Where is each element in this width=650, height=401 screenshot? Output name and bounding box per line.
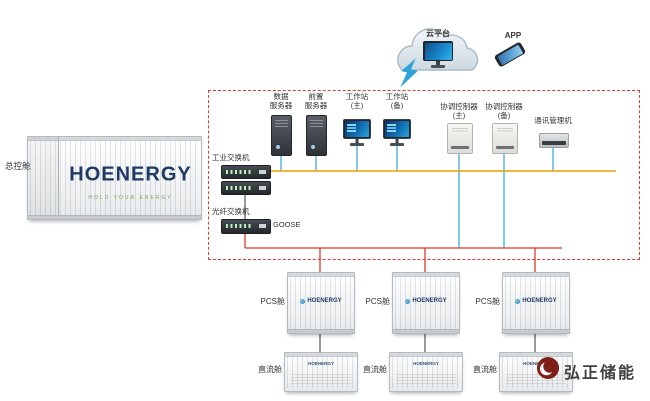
fiber-switch-icon bbox=[221, 219, 271, 234]
master-cabin-container: HOENERGY HOLD YOUR ENERGY bbox=[27, 136, 202, 220]
switch-ports bbox=[226, 186, 252, 190]
monitor-screen bbox=[385, 121, 409, 137]
coordinator-main-icon bbox=[447, 123, 473, 154]
label-fiber-switch: 光纤交换机 bbox=[212, 207, 250, 216]
server-led bbox=[276, 145, 280, 149]
container-roof bbox=[288, 273, 354, 277]
dc-cabin-container-3: HOENERGY bbox=[499, 352, 573, 392]
container-vents bbox=[290, 373, 352, 386]
pcs-cabin-container-2: HOENERGY bbox=[392, 272, 460, 334]
container-roof bbox=[503, 273, 569, 277]
brand-small-text: HOENERGY bbox=[522, 298, 557, 305]
container-roof bbox=[285, 353, 357, 357]
label-master-cabin: 总控舱 bbox=[5, 161, 31, 171]
controller-slot bbox=[451, 146, 469, 149]
container-rail bbox=[393, 329, 459, 333]
container-roof bbox=[390, 353, 462, 357]
label-coordinator-backup: 协调控制器 (备) bbox=[485, 102, 523, 121]
container-roof bbox=[500, 353, 572, 357]
label-comm-manager: 通讯管理机 bbox=[534, 116, 572, 125]
label-pcs-2: PCS舱 bbox=[365, 297, 390, 306]
label-pcs-3: PCS舱 bbox=[475, 297, 500, 306]
switch-ports bbox=[226, 170, 252, 174]
data-server-icon bbox=[271, 115, 292, 156]
controller-slot bbox=[496, 146, 514, 149]
control-room-boundary bbox=[208, 90, 640, 260]
cloud-monitor-screen bbox=[424, 42, 452, 60]
brand-wordmark: HOENERGY bbox=[69, 163, 192, 186]
lightning-icon bbox=[400, 58, 418, 88]
controller-vent bbox=[497, 128, 513, 133]
brand-slogan: HOLD YOUR ENERGY bbox=[88, 195, 173, 202]
industrial-switch-icon-1 bbox=[221, 165, 271, 179]
server-vents bbox=[275, 120, 288, 129]
monitor-frame bbox=[383, 119, 411, 139]
label-pcs-1: PCS舱 bbox=[260, 297, 285, 306]
container-door bbox=[28, 137, 59, 219]
company-logo-icon bbox=[537, 357, 559, 379]
brand-tiny-text: HOENERGY bbox=[523, 361, 549, 366]
brand-logo-icon bbox=[515, 298, 521, 304]
label-coordinator-main: 协调控制器 (主) bbox=[440, 102, 478, 121]
dc-cabin-container-2: HOENERGY bbox=[389, 352, 463, 392]
brand-logo-icon bbox=[405, 298, 411, 304]
industrial-switch-icon-2 bbox=[221, 181, 271, 195]
container-roof bbox=[28, 137, 201, 141]
comm-manager-icon bbox=[539, 133, 569, 148]
container-ribs bbox=[392, 357, 460, 388]
cloud-monitor-icon bbox=[423, 41, 453, 61]
container-rail bbox=[288, 329, 354, 333]
company-logo-text: 弘正储能 bbox=[564, 365, 637, 382]
coordinator-backup-icon bbox=[492, 123, 518, 154]
monitor-frame bbox=[343, 119, 371, 139]
label-goose: GOOSE bbox=[273, 220, 301, 229]
container-rail bbox=[503, 329, 569, 333]
container-vents bbox=[395, 373, 457, 386]
front-server-icon bbox=[306, 115, 327, 156]
container-vents bbox=[505, 373, 567, 386]
brand-tiny-text: HOENERGY bbox=[308, 361, 334, 366]
dc-cabin-container-1: HOENERGY bbox=[284, 352, 358, 392]
label-front-server: 前置 服务器 bbox=[304, 92, 328, 111]
switch-panel bbox=[259, 170, 266, 174]
controller-vent bbox=[452, 128, 468, 133]
cloud-platform-label: 云平台 bbox=[426, 29, 450, 38]
comm-manager-front bbox=[542, 141, 566, 145]
switch-panel bbox=[259, 224, 266, 228]
server-led bbox=[311, 145, 315, 149]
switch-panel bbox=[259, 186, 266, 190]
workstation-backup-icon bbox=[383, 119, 411, 147]
label-dc-2: 直流舱 bbox=[363, 365, 387, 374]
brand-small-text: HOENERGY bbox=[307, 298, 342, 305]
container-roof bbox=[393, 273, 459, 277]
smartphone-screen bbox=[497, 44, 523, 65]
label-industrial-switch: 工业交换机 bbox=[212, 153, 250, 162]
brand-small: HOENERGY bbox=[503, 298, 569, 304]
container-ribs bbox=[502, 357, 570, 388]
smartphone-icon bbox=[493, 41, 527, 68]
label-workstation-main: 工作站 (主) bbox=[345, 92, 369, 111]
container-ribs bbox=[287, 357, 355, 388]
brand-small: HOENERGY bbox=[393, 298, 459, 304]
label-dc-1: 直流舱 bbox=[258, 365, 282, 374]
pcs-cabin-container-3: HOENERGY bbox=[502, 272, 570, 334]
app-label: APP bbox=[504, 31, 522, 40]
label-dc-3: 直流舱 bbox=[473, 365, 497, 374]
brand-small-text: HOENERGY bbox=[412, 298, 447, 305]
label-data-server: 数据 服务器 bbox=[269, 92, 293, 111]
switch-ports bbox=[226, 224, 252, 228]
label-workstation-backup: 工作站 (备) bbox=[385, 92, 409, 111]
container-rail bbox=[28, 215, 201, 219]
pcs-cabin-container-1: HOENERGY bbox=[287, 272, 355, 334]
brand-small: HOENERGY bbox=[288, 298, 354, 304]
monitor-screen bbox=[345, 121, 369, 137]
server-vents bbox=[310, 120, 323, 129]
brand-logo-icon bbox=[300, 298, 306, 304]
workstation-main-icon bbox=[343, 119, 371, 147]
brand-tiny-text: HOENERGY bbox=[413, 361, 439, 366]
